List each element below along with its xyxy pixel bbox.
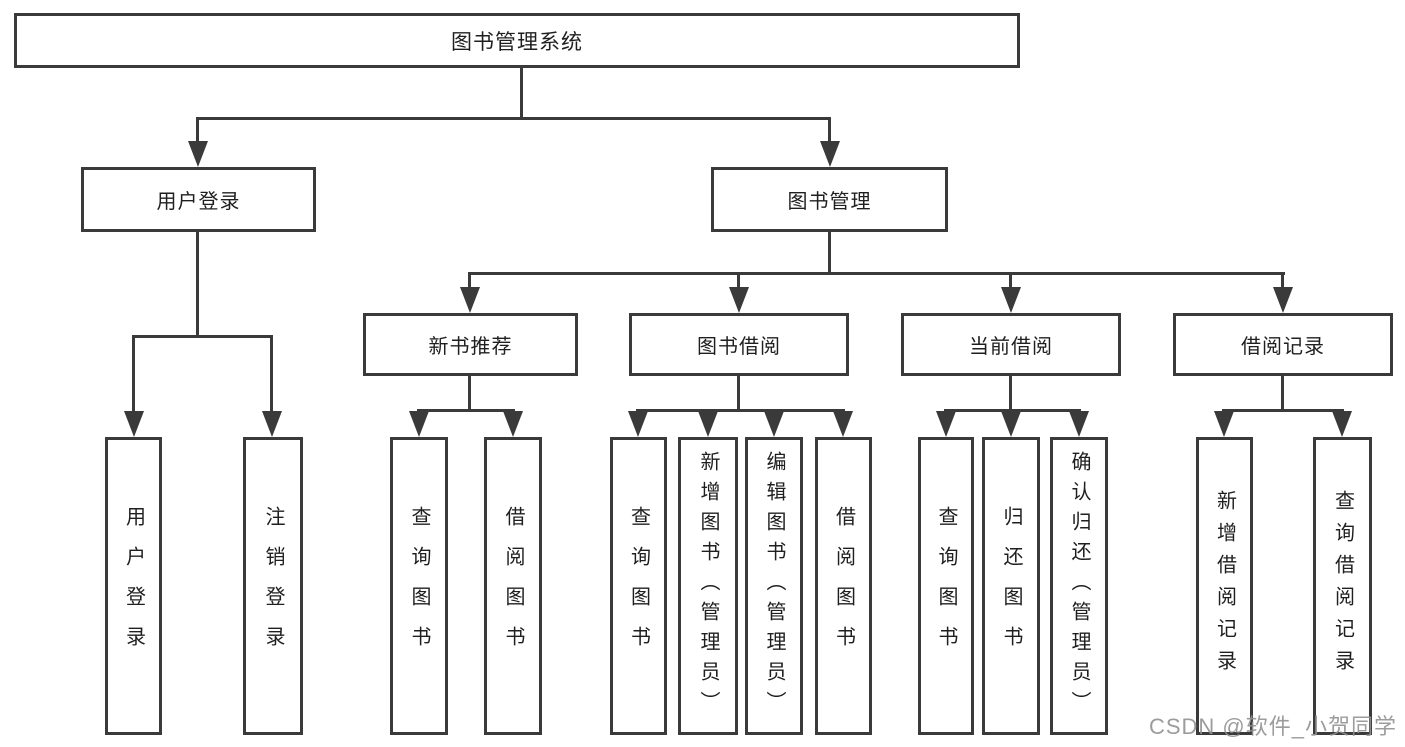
leaf-query-books-1-label: 查询图书 [408, 506, 430, 666]
node-new-book-recommend: 新书推荐 [363, 313, 578, 376]
arrowhead-icon [764, 411, 784, 437]
leaf-add-borrow-record: 新增借阅记录 [1196, 437, 1253, 735]
arrowhead-icon [503, 411, 523, 437]
leaf-add-books-admin: 新增图书（管理员） [678, 437, 738, 735]
connector-line [1222, 409, 1344, 412]
connector-line [468, 376, 471, 412]
node-user-login: 用户登录 [81, 167, 316, 232]
leaf-query-borrow-record-label: 查询借阅记录 [1331, 490, 1354, 682]
connector-line [197, 117, 831, 120]
arrowhead-icon [188, 141, 208, 167]
connector-line [468, 272, 1285, 275]
leaf-user-login: 用户登录 [105, 437, 162, 735]
arrowhead-icon [698, 411, 718, 437]
leaf-confirm-return-admin-label: 确认归还（管理员） [1068, 451, 1090, 721]
connector-line [737, 376, 740, 412]
leaf-query-books-2-label: 查询图书 [627, 506, 650, 666]
leaf-query-books-3-label: 查询图书 [935, 506, 957, 666]
arrowhead-icon [1332, 411, 1352, 437]
arrowhead-icon [460, 287, 480, 313]
node-new-book-recommend-label: 新书推荐 [428, 336, 513, 358]
node-user-login-label: 用户登录 [156, 191, 241, 213]
node-borrowing-records-label: 借阅记录 [1241, 336, 1325, 358]
connector-line [196, 117, 199, 144]
node-book-management-label: 图书管理 [787, 191, 872, 213]
node-book-borrowing: 图书借阅 [629, 313, 849, 376]
node-book-management: 图书管理 [711, 167, 948, 232]
arrowhead-icon [1001, 411, 1021, 437]
connector-line [468, 272, 471, 289]
connector-line [132, 335, 273, 338]
connector-line [737, 272, 740, 289]
leaf-logout-label: 注销登录 [262, 506, 284, 666]
connector-line [1009, 272, 1012, 289]
leaf-logout: 注销登录 [243, 437, 303, 735]
leaf-confirm-return-admin: 确认归还（管理员） [1050, 437, 1108, 735]
connector-line [636, 409, 845, 412]
connector-line [1281, 272, 1284, 289]
arrowhead-icon [409, 411, 429, 437]
arrowhead-icon [262, 411, 282, 437]
connector-line [196, 232, 199, 338]
leaf-query-books-1: 查询图书 [390, 437, 448, 735]
arrowhead-icon [1273, 287, 1293, 313]
leaf-edit-books-admin-label: 编辑图书（管理员） [763, 451, 785, 721]
leaf-user-login-label: 用户登录 [122, 506, 145, 666]
connector-line [1281, 376, 1284, 412]
node-borrowing-records: 借阅记录 [1173, 313, 1393, 376]
leaf-return-books: 归还图书 [982, 437, 1040, 735]
arrowhead-icon [1001, 287, 1021, 313]
leaf-borrow-books-1: 借阅图书 [484, 437, 542, 735]
node-root: 图书管理系统 [14, 13, 1020, 68]
connector-line [417, 409, 515, 412]
node-current-borrowing: 当前借阅 [901, 313, 1121, 376]
arrowhead-icon [936, 411, 956, 437]
leaf-edit-books-admin: 编辑图书（管理员） [745, 437, 803, 735]
connector-line [828, 232, 831, 275]
node-root-label: 图书管理系统 [451, 30, 583, 54]
arrowhead-icon [729, 287, 749, 313]
connector-line [1009, 376, 1012, 412]
arrowhead-icon [628, 411, 648, 437]
leaf-borrow-books-2-label: 借阅图书 [832, 506, 855, 666]
leaf-borrow-books-2: 借阅图书 [815, 437, 872, 735]
leaf-query-borrow-record: 查询借阅记录 [1313, 437, 1372, 735]
watermark: CSDN @软件_小贺同学 [1148, 714, 1397, 739]
arrowhead-icon [833, 411, 853, 437]
connector-line [944, 409, 1081, 412]
arrowhead-icon [124, 411, 144, 437]
node-book-borrowing-label: 图书借阅 [697, 336, 781, 358]
connector-line [520, 68, 523, 120]
leaf-add-books-admin-label: 新增图书（管理员） [697, 451, 719, 721]
leaf-query-books-3: 查询图书 [918, 437, 974, 735]
arrowhead-icon [1214, 411, 1234, 437]
arrowhead-icon [1069, 411, 1089, 437]
connector-line [270, 335, 273, 413]
leaf-return-books-label: 归还图书 [1000, 506, 1022, 666]
leaf-query-books-2: 查询图书 [610, 437, 667, 735]
arrowhead-icon [820, 141, 840, 167]
node-current-borrowing-label: 当前借阅 [969, 336, 1053, 358]
connector-line [828, 117, 831, 144]
leaf-add-borrow-record-label: 新增借阅记录 [1213, 490, 1236, 682]
connector-line [132, 335, 135, 413]
leaf-borrow-books-1-label: 借阅图书 [502, 506, 524, 666]
